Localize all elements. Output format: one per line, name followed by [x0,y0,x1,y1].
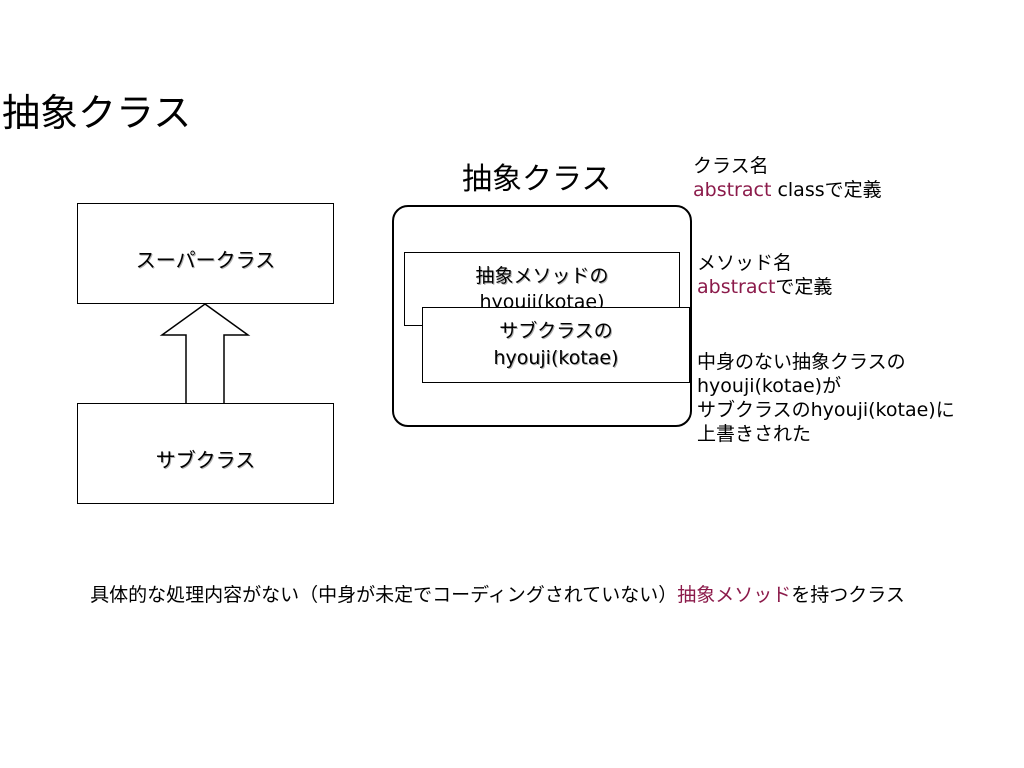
subclass-label: サブクラス [155,448,256,472]
subclass-method-line2: hyouji(kotae) [493,347,619,369]
abstract-method-line1: 抽象メソッドの [475,265,609,287]
subclass-box: サブクラス [77,403,334,504]
override-note: 中身のない抽象クラスの hyouji(kotae)が サブクラスのhyouji(… [697,350,955,446]
method-keyword: abstract [697,276,776,298]
description-after: を持つクラス [791,584,905,606]
description-highlight: 抽象メソッド [677,584,792,606]
subclass-method-line1: サブクラスの [499,320,613,342]
override-line2: hyouji(kotae)が [697,375,842,397]
class-keyword: abstract [693,179,772,201]
override-line4: 上書きされた [697,423,812,445]
class-name-note: クラス名 abstract classで定義 [693,154,882,202]
abstract-class-description: 具体的な処理内容がない（中身が未定でコーディングされていない）抽象メソッドを持つ… [78,582,958,609]
method-name-label: メソッド名 [697,252,793,274]
override-line3: サブクラスのhyouji(kotae)に [697,399,955,421]
superclass-box: スーパークラス [77,203,334,304]
class-definition-line: abstract classで定義 [693,178,882,202]
method-name-note: メソッド名 abstractで定義 [697,251,832,299]
slide-title: 抽象クラス [2,91,192,135]
method-definition-rest: で定義 [775,276,833,298]
description-before: 具体的な処理内容がない（中身が未定でコーディングされていない） [90,584,678,606]
class-definition-rest: classで定義 [771,179,882,201]
class-name-label: クラス名 [693,155,769,177]
method-definition-line: abstractで定義 [697,275,832,299]
abstract-class-title: 抽象クラス [462,162,612,197]
superclass-label: スーパークラス [135,248,276,272]
inheritance-arrow [159,303,251,405]
override-line1: 中身のない抽象クラスの [697,351,906,373]
subclass-method-box: サブクラスの hyouji(kotae) [422,307,690,383]
